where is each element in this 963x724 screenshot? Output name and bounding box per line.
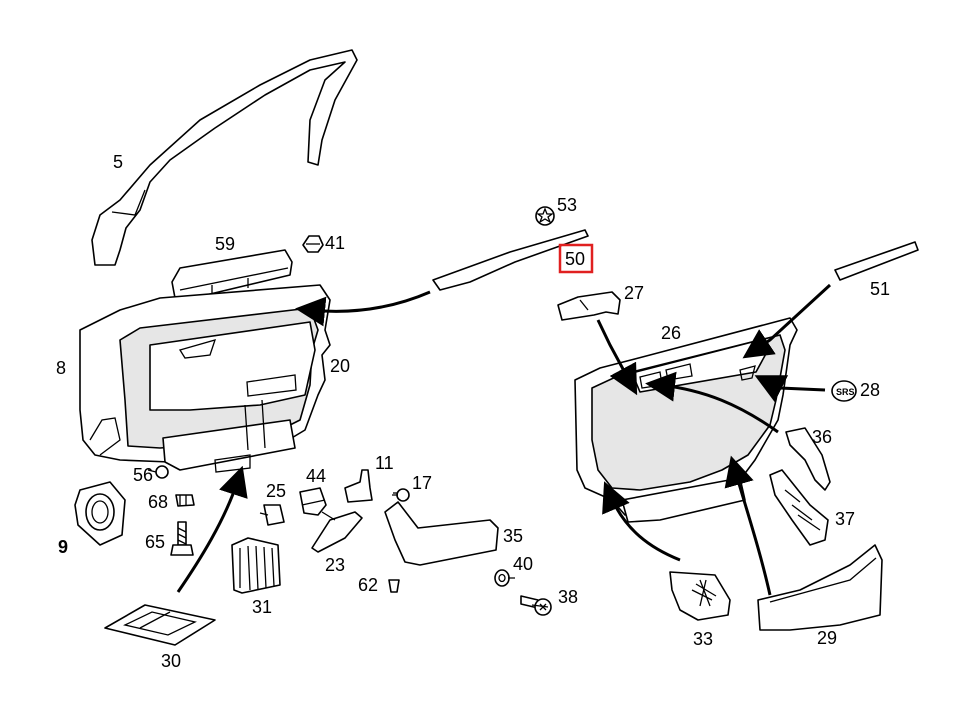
part-36-trim-piece[interactable] [785, 427, 831, 491]
part-33-speaker-cover[interactable] [669, 571, 731, 621]
highlight-box-50 [558, 243, 594, 274]
callout-40[interactable]: 40 [513, 554, 533, 574]
part-9-speaker-grille[interactable] [74, 481, 126, 546]
part-31-door-pocket[interactable] [231, 537, 281, 594]
callout-23[interactable]: 23 [325, 555, 345, 575]
callout-35[interactable]: 35 [503, 526, 523, 546]
part-53-cap[interactable] [535, 206, 555, 226]
part-41-clip[interactable] [302, 235, 324, 253]
part-40-washer[interactable] [494, 569, 510, 587]
callout-9[interactable]: 9 [58, 537, 68, 557]
callout-25[interactable]: 25 [266, 481, 286, 501]
srs-label: SRS [836, 387, 855, 397]
callout-17[interactable]: 17 [412, 473, 432, 493]
callout-8[interactable]: 8 [56, 358, 66, 378]
callout-51[interactable]: 51 [870, 279, 890, 299]
callout-62[interactable]: 62 [358, 575, 378, 595]
callout-59[interactable]: 59 [215, 234, 235, 254]
callout-20[interactable]: 20 [330, 356, 350, 376]
part-68-clip[interactable] [175, 494, 195, 507]
callout-28[interactable]: 28 [860, 380, 880, 400]
callout-38[interactable]: 38 [558, 587, 578, 607]
callout-56[interactable]: 56 [133, 465, 153, 485]
part-44-fastener[interactable] [299, 487, 327, 516]
callout-11[interactable]: 11 [375, 453, 394, 473]
part-5-window-frame-trim[interactable] [91, 49, 358, 266]
leader-lines [176, 283, 832, 608]
part-27-handle-bezel[interactable] [557, 291, 621, 321]
part-28-srs-badge[interactable]: SRS [831, 380, 857, 402]
callout-5[interactable]: 5 [113, 152, 123, 172]
callout-44[interactable]: 44 [306, 466, 326, 486]
callout-labels: 5 59 41 8 20 56 9 68 65 25 44 11 17 23 3… [56, 152, 890, 671]
part-8-front-door-panel[interactable] [79, 284, 331, 473]
part-56-screw[interactable] [147, 465, 169, 479]
callout-33[interactable]: 33 [693, 629, 713, 649]
callout-50[interactable]: 50 [565, 249, 585, 269]
part-35-armrest[interactable] [384, 501, 499, 566]
callout-27[interactable]: 27 [624, 283, 644, 303]
callout-26[interactable]: 26 [661, 323, 681, 343]
callout-53[interactable]: 53 [557, 195, 577, 215]
callout-68[interactable]: 68 [148, 492, 168, 512]
callout-36[interactable]: 36 [812, 427, 832, 447]
part-62-clip[interactable] [388, 579, 400, 593]
part-51-trim-strip[interactable] [834, 241, 919, 281]
callout-37[interactable]: 37 [835, 509, 855, 529]
part-11-bracket[interactable] [344, 469, 373, 503]
part-23-inner-handle[interactable] [311, 511, 363, 553]
part-30-storage-tray[interactable] [104, 604, 216, 646]
part-25-clip[interactable] [263, 504, 285, 526]
callout-29[interactable]: 29 [817, 628, 837, 648]
callout-30[interactable]: 30 [161, 651, 181, 671]
part-26-rear-door-panel[interactable] [574, 317, 798, 523]
part-50-trim-strip[interactable] [432, 229, 589, 291]
callout-65[interactable]: 65 [145, 532, 165, 552]
callout-31[interactable]: 31 [252, 597, 272, 617]
part-65-screw[interactable] [170, 521, 194, 556]
part-37-bracket[interactable] [769, 469, 829, 546]
part-29-lower-trim-panel[interactable] [757, 544, 883, 631]
callout-41[interactable]: 41 [325, 233, 345, 253]
